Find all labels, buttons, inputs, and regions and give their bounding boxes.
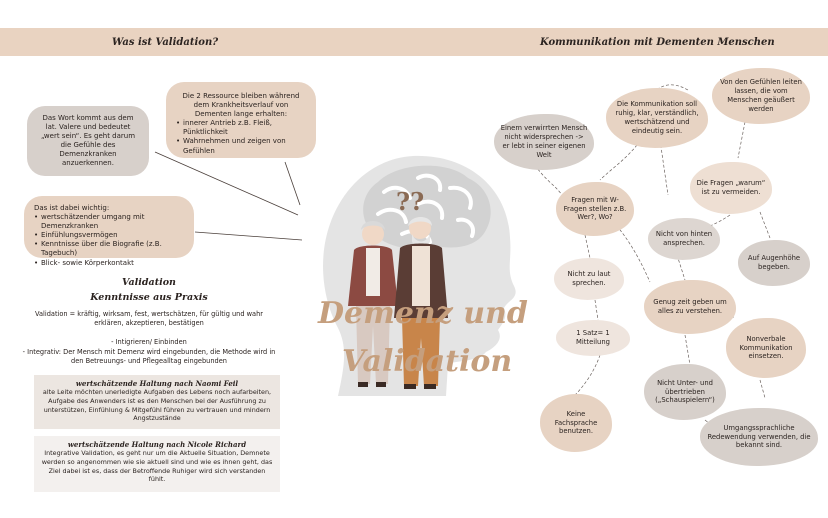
bubble-communication: Die Kommunikation soll ruhig, klar, vers… <box>606 88 708 148</box>
center-title-1: Demenz und <box>318 296 528 331</box>
header-band <box>0 28 828 56</box>
bubble-one-sentence: 1 Satz= 1 Mitteilung <box>556 320 630 356</box>
bubble-why: Die Fragen „warum“ ist zu vermeiden. <box>690 162 772 214</box>
bubble-under-over: Nicht Unter- und übertrieben („Schauspie… <box>644 364 726 420</box>
panel-richard: wertschätzende Haltung nach Nicole Richa… <box>34 436 280 492</box>
panel-feil-title: wertschätzende Haltung nach Naomi Feil <box>75 379 239 388</box>
section-title-validation: Validation <box>122 277 176 288</box>
bubble-nonverbal: Nonverbale Kommunikation einsetzen. <box>726 318 806 378</box>
left-header-title: Was ist Validation? <box>112 37 219 48</box>
note-important-item-3: Kenntnisse über die Biografie (z.B. Tage… <box>34 240 184 258</box>
panel-feil-text: alte Leite möchten unerledigte Aufgaben … <box>42 388 272 423</box>
note-resources: Die 2 Ressource bleiben während dem Kran… <box>166 82 316 158</box>
note-important-intro: Das ist dabei wichtig: <box>34 204 110 212</box>
bubble-colloquial: Umgangssprachliche Redewendung verwenden… <box>700 408 818 466</box>
section-title-praxis: Kenntnisse aus Praxis <box>90 292 208 303</box>
note-resources-intro: Die 2 Ressource bleiben während dem Kran… <box>182 92 300 119</box>
note-important: Das ist dabei wichtig: wertschätzender u… <box>24 196 194 268</box>
note-resources-item-1: innerer Antrieb z.B. Fleiß, Pünktlichkei… <box>176 119 306 137</box>
note-important-item-4: Blick- sowie Körperkontakt <box>34 259 184 268</box>
bubble-jargon: Keine Fachsprache benutzen. <box>540 394 612 452</box>
elderly-man-figure <box>394 217 448 389</box>
bubble-world: Einem verwirrten Mensch nicht widersprec… <box>494 114 594 170</box>
note-resources-item-2: Wahrnehmen und zeigen von Gefühlen <box>176 137 306 155</box>
bubble-eye: Auf Augenhöhe begeben. <box>738 240 810 286</box>
center-title-2: Validation <box>342 344 513 379</box>
panel-feil: wertschätzende Haltung nach Naomi Feil a… <box>34 375 280 429</box>
question-marks: ?? <box>396 187 424 216</box>
bubble-behind: Nicht von hinten ansprechen. <box>648 218 720 260</box>
panel-richard-title: wertschätzende Haltung nach Nicole Richa… <box>67 440 247 449</box>
bubble-loud: Nicht zu laut sprechen. <box>554 258 624 300</box>
note-important-item-1: wertschätzender umgang mit Demenzkranken <box>34 213 184 231</box>
integrative-line: - Integrativ: Der Mensch mit Demenz wird… <box>22 348 276 365</box>
validation-definition: Validation = kräftig, wirksam, fest, wer… <box>35 310 263 327</box>
note-word-meaning: Das Wort kommt aus dem lat. Valere und b… <box>27 106 149 176</box>
note-important-item-2: Einfühlungsvermögen <box>34 231 184 240</box>
bubble-feelings: Von den Gefühlen leiten lassen, die vom … <box>712 68 810 124</box>
bubble-wquestions: Fragen mit W-Fragen stellen z.B. Wer?, W… <box>556 182 634 236</box>
integrate-line: - Intigrieren/ Einbinden <box>111 338 187 346</box>
elderly-woman-figure <box>348 221 398 387</box>
right-header-title: Kommunikation mit Dementen Menschen <box>540 37 775 48</box>
panel-richard-text: Integrative Validation, es geht nur um d… <box>41 449 273 484</box>
bubble-time: Genug zeit geben um alles zu verstehen. <box>644 280 736 334</box>
brain-icon <box>363 165 491 249</box>
head-illustration: ?? <box>323 155 516 396</box>
